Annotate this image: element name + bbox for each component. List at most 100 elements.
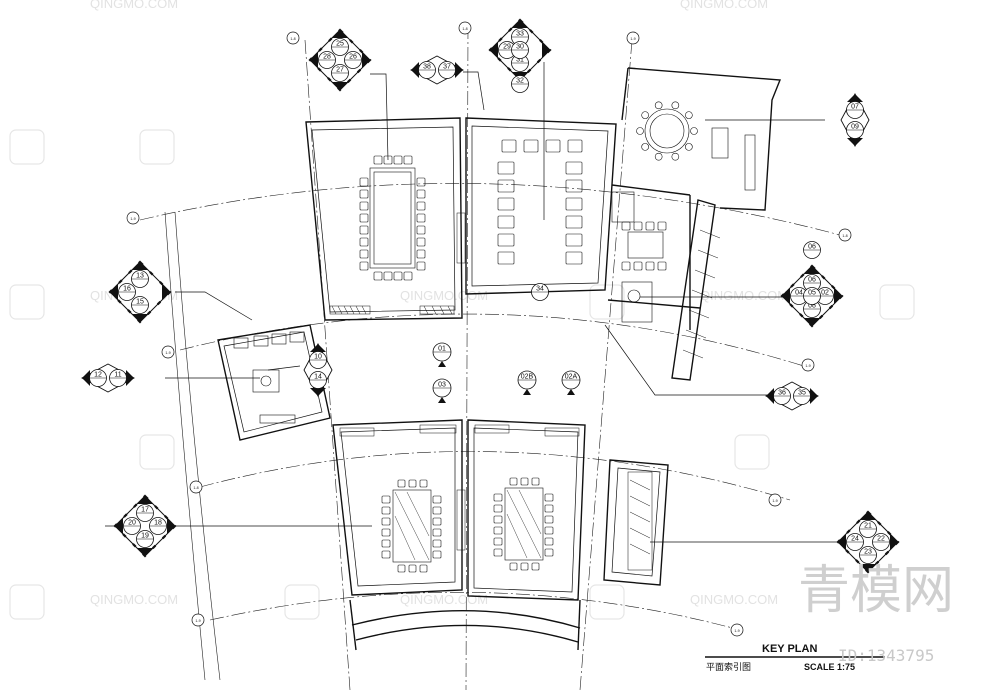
chair-icon — [621, 261, 631, 271]
index-arrow — [132, 262, 148, 270]
room-number: 02A — [565, 374, 578, 381]
index-arrow — [362, 52, 370, 68]
chair-icon — [493, 537, 503, 546]
index-number: 33 — [516, 31, 524, 38]
index-arrow — [310, 344, 326, 352]
chair-icon — [685, 111, 693, 119]
index-number: 14 — [314, 374, 322, 381]
chair-icon — [359, 225, 369, 235]
chair-icon — [381, 528, 391, 537]
chair-icon — [531, 562, 540, 571]
title-block: KEY PLAN 平面索引图 SCALE 1:75 — [705, 643, 885, 672]
chair-icon — [408, 479, 417, 488]
index-number: 31 — [516, 57, 524, 64]
chair-icon — [497, 233, 515, 247]
grid-axis-tag: 1-9 — [626, 31, 640, 45]
chair-icon — [565, 161, 583, 175]
chair-icon — [654, 101, 663, 110]
chair-icon — [565, 233, 583, 247]
index-number: 36 — [778, 390, 786, 397]
index-number: 18 — [154, 520, 162, 527]
index-number: 37 — [443, 64, 451, 71]
index-number: 26 — [349, 54, 357, 61]
index-number: 28 — [323, 54, 331, 61]
index-number: 22 — [877, 536, 885, 543]
chair-icon — [359, 237, 369, 247]
chair-icon — [565, 197, 583, 211]
chair-icon — [432, 528, 442, 537]
index-arrow — [542, 42, 550, 58]
index-arrow — [512, 20, 528, 28]
chair-icon — [419, 564, 428, 573]
chair-icon — [520, 477, 529, 486]
index-arrow — [110, 284, 118, 300]
grid-axis-tag: 1-8 — [286, 31, 300, 45]
chair-icon — [419, 479, 428, 488]
index-number: 04 — [795, 290, 803, 297]
index-arrow — [834, 288, 842, 304]
index-number: 23 — [864, 549, 872, 556]
chair-icon — [567, 139, 583, 153]
chair-icon — [544, 493, 554, 502]
index-arrow — [804, 266, 820, 274]
index-arrow — [847, 138, 863, 146]
chair-icon — [493, 526, 503, 535]
chair-icon — [493, 504, 503, 513]
index-number: 38 — [423, 64, 431, 71]
chair-icon — [381, 550, 391, 559]
index-number: 32 — [516, 78, 524, 85]
chair-icon — [359, 177, 369, 187]
index-arrow — [162, 284, 170, 300]
chair-icon — [493, 515, 503, 524]
chair-icon — [416, 213, 426, 223]
chair-icon — [685, 143, 693, 151]
room-callout: 02B — [517, 370, 537, 395]
index-arrow — [310, 52, 318, 68]
watermark-text: QINGMO.COM — [680, 0, 768, 11]
index-arrow — [804, 318, 820, 326]
room-callout: 03 — [432, 378, 452, 403]
index-number: 17 — [141, 507, 149, 514]
chair-icon — [544, 526, 554, 535]
index-number: 30 — [516, 44, 524, 51]
chair-icon — [493, 493, 503, 502]
room-number: 03 — [438, 382, 446, 389]
index-arrow — [890, 534, 898, 550]
grid-tag-label: 1-8 — [462, 27, 467, 31]
walls — [217, 67, 782, 651]
index-arrow — [82, 370, 90, 386]
index-marker-pair: 38 37 — [410, 55, 464, 85]
chair-icon — [403, 155, 413, 165]
watermark-text: QINGMO.COM — [700, 288, 788, 303]
chair-icon — [359, 189, 369, 199]
grid-axis-tag: 1-8 — [458, 21, 472, 35]
grid-axis-tag: 1-9 — [801, 358, 815, 372]
chair-icon — [497, 161, 515, 175]
chair-icon — [497, 197, 515, 211]
index-number: 13 — [136, 273, 144, 280]
grid-tag-label: 1-9 — [130, 217, 135, 221]
watermark-text: QINGMO.COM — [90, 0, 178, 11]
grid-axis-tag: 1-8 — [838, 228, 852, 242]
chair-icon — [565, 251, 583, 265]
chair-icon — [520, 562, 529, 571]
grid-axis-tag: 1-8 — [189, 480, 203, 494]
chair-icon — [565, 179, 583, 193]
chair-icon — [509, 562, 518, 571]
index-number: 16 — [123, 286, 131, 293]
lower-meeting-tables — [381, 477, 554, 573]
chair-icon — [403, 271, 413, 281]
index-number: 07 — [851, 104, 859, 111]
office-furniture — [233, 331, 305, 424]
chair-icon — [497, 179, 515, 193]
chair-icon — [393, 155, 403, 165]
chair-icon — [497, 215, 515, 229]
